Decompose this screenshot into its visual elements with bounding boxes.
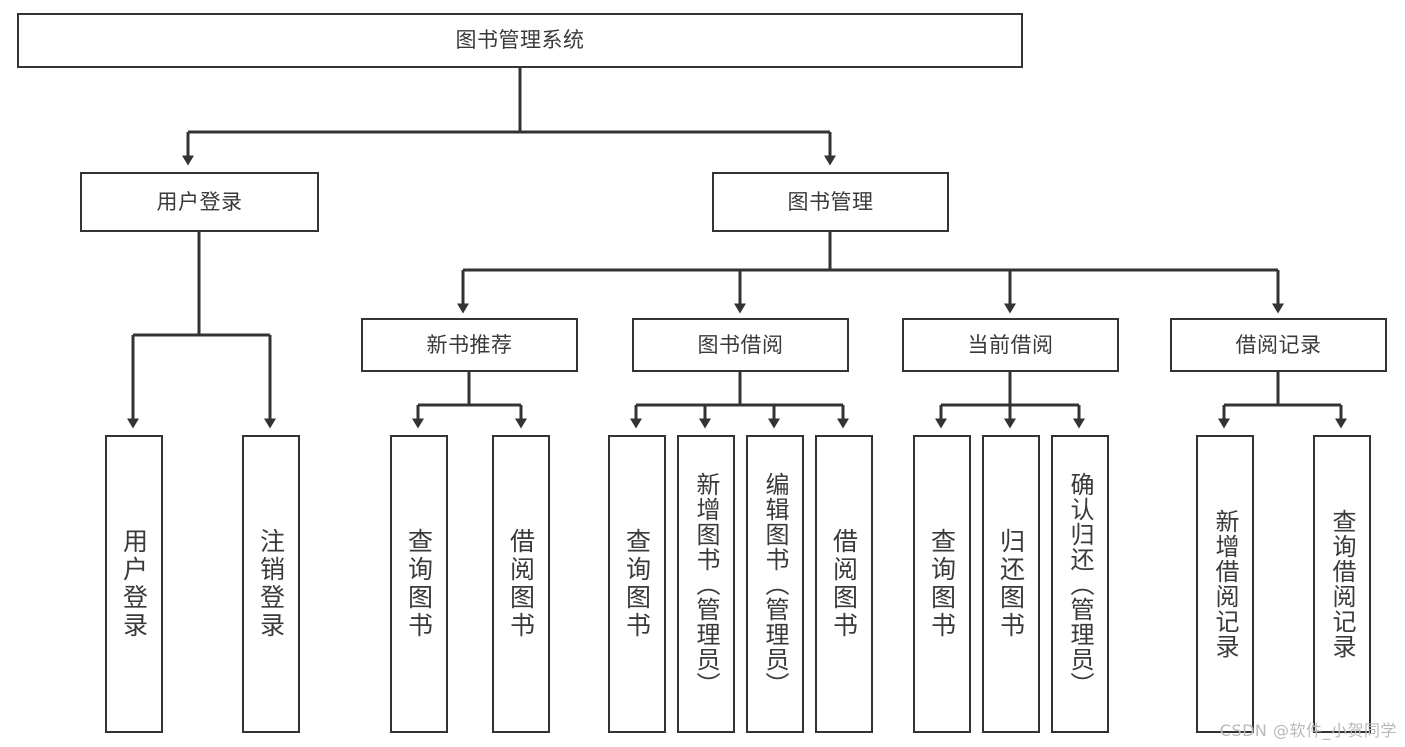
node-label: 借阅图书 [506, 528, 536, 640]
watermark-text: CSDN @软件_小贺同学 [1219, 721, 1397, 740]
leaf-user-login-login[interactable]: 用户登录 [105, 435, 163, 733]
node-root-book-management-system[interactable]: 图书管理系统 [17, 13, 1023, 68]
node-borrow-record[interactable]: 借阅记录 [1170, 318, 1387, 372]
node-label: 借阅记录 [1235, 332, 1322, 357]
leaf-current-borrow-return-books[interactable]: 归还图书 [982, 435, 1040, 733]
node-label: 图书借阅 [697, 332, 784, 357]
node-label: 用户登录 [119, 528, 149, 640]
node-label: 查询图书 [404, 528, 434, 640]
leaf-borrow-record-query-record[interactable]: 查询借阅记录 [1313, 435, 1371, 733]
node-label: 编辑图书（管理员） [761, 471, 789, 697]
node-label: 当前借阅 [967, 332, 1054, 357]
leaf-book-borrow-edit-book-admin[interactable]: 编辑图书（管理员） [746, 435, 804, 733]
node-user-login[interactable]: 用户登录 [80, 172, 319, 232]
leaf-book-borrow-add-book-admin[interactable]: 新增图书（管理员） [677, 435, 735, 733]
leaf-new-book-borrow-books[interactable]: 借阅图书 [492, 435, 550, 733]
node-label: 归还图书 [996, 528, 1026, 640]
node-label: 图书管理 [787, 189, 874, 214]
leaf-borrow-record-add-record[interactable]: 新增借阅记录 [1196, 435, 1254, 733]
node-new-book-recommend[interactable]: 新书推荐 [361, 318, 578, 372]
node-label: 查询图书 [622, 528, 652, 640]
node-book-management[interactable]: 图书管理 [712, 172, 949, 232]
node-label: 新书推荐 [426, 332, 513, 357]
node-label: 查询图书 [927, 528, 957, 640]
node-label: 新增借阅记录 [1211, 509, 1239, 659]
leaf-new-book-query-books[interactable]: 查询图书 [390, 435, 448, 733]
leaf-user-login-logout[interactable]: 注销登录 [242, 435, 300, 733]
leaf-current-borrow-query-books[interactable]: 查询图书 [913, 435, 971, 733]
node-label: 新增图书（管理员） [692, 471, 720, 697]
node-label: 确认归还（管理员） [1066, 471, 1094, 697]
leaf-book-borrow-query-books[interactable]: 查询图书 [608, 435, 666, 733]
node-label: 注销登录 [256, 528, 286, 640]
node-label: 用户登录 [156, 189, 243, 214]
node-label: 图书管理系统 [455, 28, 585, 53]
leaf-current-borrow-confirm-return-admin[interactable]: 确认归还（管理员） [1051, 435, 1109, 733]
node-label: 借阅图书 [829, 528, 859, 640]
node-book-borrow[interactable]: 图书借阅 [632, 318, 849, 372]
node-label: 查询借阅记录 [1328, 509, 1356, 659]
leaf-book-borrow-borrow-books[interactable]: 借阅图书 [815, 435, 873, 733]
node-current-borrow[interactable]: 当前借阅 [902, 318, 1119, 372]
